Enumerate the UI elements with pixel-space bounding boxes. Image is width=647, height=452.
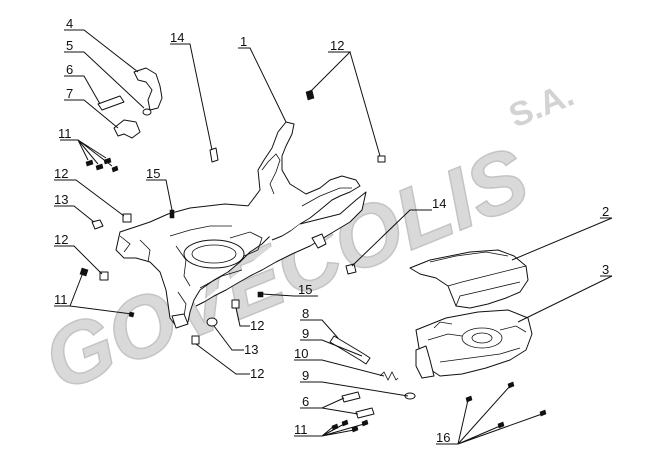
callout-12: 12 <box>330 38 344 53</box>
part-13-grommet-a <box>91 219 104 230</box>
part-6-sleeve-c <box>355 407 375 419</box>
callout-11: 11 <box>294 422 308 437</box>
part-14-bolt-b <box>345 263 357 275</box>
part-4-bracket <box>133 67 163 111</box>
callout-9: 9 <box>302 368 309 383</box>
callout-14: 14 <box>432 196 446 211</box>
part-11-screw-c <box>128 311 135 318</box>
part-6-sleeve <box>97 95 125 111</box>
callout-3: 3 <box>602 262 609 277</box>
part-15-screw-a <box>169 209 175 219</box>
callout-6: 6 <box>302 394 309 409</box>
callout-12: 12 <box>250 366 264 381</box>
part-12-clip-a <box>122 213 132 223</box>
callout-13: 13 <box>54 192 68 207</box>
callout-15: 15 <box>146 166 160 181</box>
callout-12: 12 <box>54 232 68 247</box>
callout-10: 10 <box>294 346 308 361</box>
part-5-washer <box>142 108 152 116</box>
part-6-sleeve-b <box>341 391 361 403</box>
callout-5: 5 <box>66 38 73 53</box>
callout-14: 14 <box>170 30 184 45</box>
part-12-clip-f <box>191 335 200 345</box>
callout-16: 16 <box>436 430 450 445</box>
part-12-clip-d <box>377 155 386 163</box>
part-15-screw-b <box>257 291 264 298</box>
callout-13: 13 <box>244 342 258 357</box>
callout-7: 7 <box>66 86 73 101</box>
callout-12: 12 <box>54 166 68 181</box>
part-2-cover <box>409 249 529 309</box>
part-11-screws-d <box>331 419 369 433</box>
callout-11: 11 <box>54 292 68 307</box>
callout-8: 8 <box>302 306 309 321</box>
part-1-floor-frame <box>115 121 367 329</box>
part-3-tray <box>415 309 533 379</box>
part-12-clip-b <box>99 271 109 281</box>
callout-labels: 4 5 6 7 11 12 13 12 11 14 1 12 15 14 2 3… <box>54 16 609 445</box>
watermark-suffix: S.A. <box>504 75 580 135</box>
callout-6: 6 <box>66 62 73 77</box>
callout-2: 2 <box>602 204 609 219</box>
part-11-screw-b <box>79 267 89 277</box>
callout-15: 15 <box>298 282 312 297</box>
part-7-clip <box>113 119 141 139</box>
leader-lines <box>54 29 613 445</box>
part-14-bolt-a <box>209 147 219 163</box>
callout-9: 9 <box>302 326 309 341</box>
callout-4: 4 <box>66 16 73 31</box>
part-10-spring <box>379 371 399 381</box>
callout-11: 11 <box>58 126 72 141</box>
part-12-clip-e <box>231 299 240 309</box>
part-8-rod <box>329 335 371 365</box>
part-13-grommet-b <box>206 317 218 327</box>
callout-12: 12 <box>250 318 264 333</box>
part-11-screws-a <box>85 157 119 173</box>
part-12-clip-c <box>305 89 315 101</box>
callout-1: 1 <box>240 34 247 49</box>
